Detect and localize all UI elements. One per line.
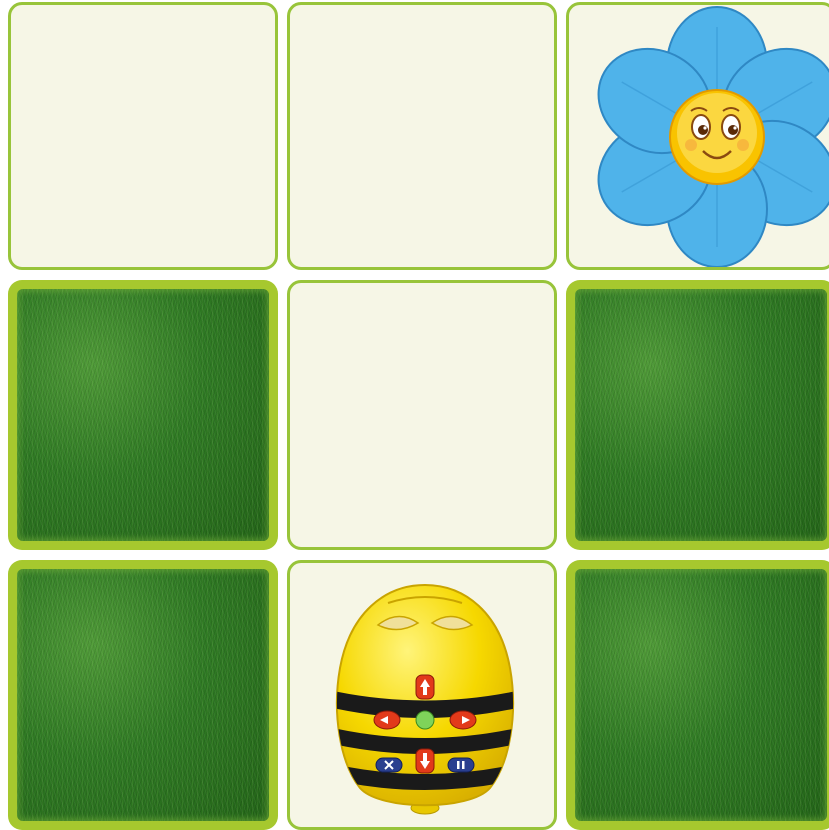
grass-icon [575, 569, 827, 821]
tile-bee-bot[interactable] [287, 560, 557, 830]
tile-grass[interactable] [8, 280, 278, 550]
tile-flower[interactable] [566, 2, 829, 270]
flower-icon [569, 5, 829, 270]
grass-icon [17, 289, 269, 541]
tile-grass[interactable] [8, 560, 278, 830]
bee-bot-icon [290, 563, 557, 830]
grass-icon [575, 289, 827, 541]
tile-grass[interactable] [566, 560, 829, 830]
tile-grass[interactable] [566, 280, 829, 550]
tile-empty[interactable] [287, 2, 557, 270]
tile-empty[interactable] [287, 280, 557, 550]
tile-empty[interactable] [8, 2, 278, 270]
grass-icon [17, 569, 269, 821]
